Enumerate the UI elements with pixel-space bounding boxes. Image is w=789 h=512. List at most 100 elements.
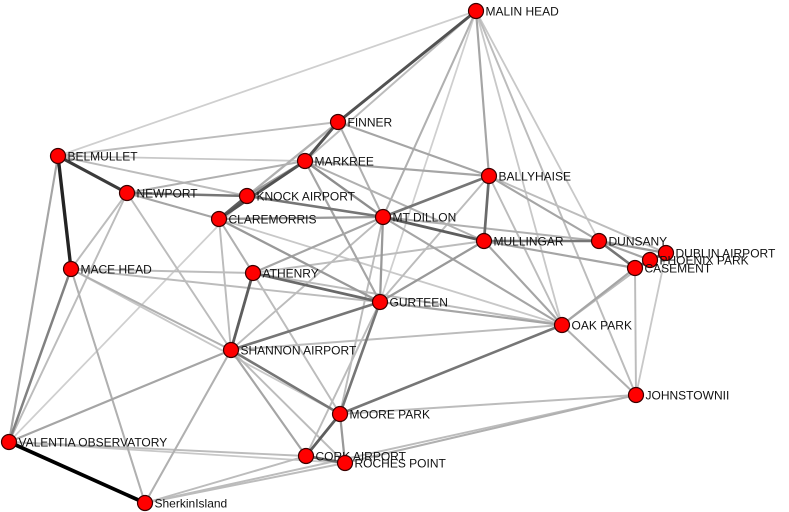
edge-belmullet-mace-head xyxy=(56,154,73,271)
node-label: MACE HEAD xyxy=(81,263,153,277)
node-label: MALIN HEAD xyxy=(486,5,560,19)
edge-mullingar-casement xyxy=(482,239,637,270)
node-mace-head: MACE HEAD xyxy=(62,260,153,278)
edge-dunsany-phoenix-park xyxy=(597,239,652,262)
edge-ballyhaise-dublin-airport xyxy=(488,175,667,254)
edge-mt-dillon-ballyhaise xyxy=(381,174,491,219)
node-label: VALENTIA OBSERVATORY xyxy=(19,436,168,450)
node-marker xyxy=(62,260,80,278)
node-gurteen: GURTEEN xyxy=(371,293,448,311)
node-marker xyxy=(329,113,347,131)
node-marker xyxy=(336,454,354,472)
edge-mace-head-gurteen xyxy=(70,268,381,303)
node-marker xyxy=(553,316,571,334)
node-sherkinisland: SherkinIsland xyxy=(136,494,227,512)
edge-malin-head-johnstownii xyxy=(475,10,637,396)
edge-moore-park-cork-airport xyxy=(304,412,342,458)
edge-casement-johnstownii xyxy=(634,267,637,396)
edge-cork-airport-sherkinisland xyxy=(144,455,307,504)
node-markree: MARKREE xyxy=(296,152,374,170)
node-marker xyxy=(210,210,228,228)
node-ballyhaise: BALLYHAISE xyxy=(480,167,571,185)
edge-markree-mt-dillon xyxy=(303,159,385,219)
edge-newport-claremorris xyxy=(125,191,221,221)
node-johnstownii: JOHNSTOWNII xyxy=(627,386,729,404)
edge-ballyhaise-oak-park xyxy=(488,175,563,326)
node-dunsany: DUNSANY xyxy=(590,232,667,250)
edge-mt-dillon-moore-park xyxy=(339,216,384,415)
edge-mullingar-oak-park xyxy=(482,239,564,327)
edge-athenry-shannon-airport xyxy=(229,271,255,352)
edge-markree-belmullet xyxy=(57,155,306,162)
edge-valentia-observatory-sherkinisland xyxy=(7,440,147,505)
edge-mace-head-shannon-airport xyxy=(69,267,233,352)
edge-valentia-observatory-shannon-airport xyxy=(7,348,233,444)
edge-gurteen-mullingar xyxy=(378,239,486,304)
edge-finner-markree xyxy=(303,120,340,163)
node-mullingar: MULLINGAR xyxy=(475,232,564,250)
edge-claremorris-gurteen xyxy=(217,217,382,304)
node-marker xyxy=(222,341,240,359)
node-valentia-observatory: VALENTIA OBSERVATORY xyxy=(0,433,168,451)
node-finner: FINNER xyxy=(329,113,393,131)
node-malin-head: MALIN HEAD xyxy=(467,2,560,20)
node-label: OAK PARK xyxy=(572,319,632,333)
node-marker xyxy=(118,184,136,202)
node-marker xyxy=(49,147,67,165)
edge-malin-head-mt-dillon xyxy=(381,9,478,219)
edge-valentia-observatory-mace-head xyxy=(7,267,73,444)
node-shannon-airport: SHANNON AIRPORT xyxy=(222,341,357,359)
node-label: MULLINGAR xyxy=(494,235,564,249)
edge-shannon-airport-moore-park xyxy=(229,348,342,416)
edge-shannon-airport-cork-airport xyxy=(229,348,308,458)
edge-belmullet-newport xyxy=(56,154,129,195)
edge-newport-knock-airport xyxy=(125,191,249,198)
node-claremorris: CLAREMORRIS xyxy=(210,210,317,228)
node-dublin-airport: DUBLIN AIRPORT xyxy=(657,244,776,262)
edge-malin-head-ballyhaise xyxy=(474,9,491,178)
edge-ballyhaise-mullingar xyxy=(482,174,491,243)
edge-malin-head-finner xyxy=(336,9,478,124)
edge-claremorris-mt-dillon xyxy=(217,215,385,221)
edge-malin-head-markree xyxy=(304,10,477,162)
edge-finner-mt-dillon xyxy=(336,120,385,219)
node-marker xyxy=(657,244,675,262)
node-label: MOORE PARK xyxy=(350,408,430,422)
edge-markree-claremorris xyxy=(217,159,307,221)
edge-gurteen-oak-park xyxy=(378,300,564,327)
node-label: MARKREE xyxy=(315,155,374,169)
edge-sherkinisland-mace-head xyxy=(69,267,147,505)
edge-malin-head-belmullet xyxy=(57,10,477,157)
edge-markree-gurteen xyxy=(303,159,382,304)
edge-dunsany-dublin-airport xyxy=(597,239,668,255)
node-label: ATHENRY xyxy=(263,267,319,281)
node-marker xyxy=(475,232,493,250)
edge-athenry-mullingar xyxy=(252,240,485,274)
node-label: BELMULLET xyxy=(68,150,139,164)
node-label: DUBLIN AIRPORT xyxy=(676,247,776,261)
edge-johnstownii-moore-park xyxy=(339,394,637,415)
edge-mace-head-moore-park xyxy=(70,268,341,415)
edge-valentia-observatory-knock-airport xyxy=(8,195,248,443)
edges-layer xyxy=(7,9,668,505)
nodes-layer: MALIN HEAD FINNER BELMULLET MARKREE BALLYHAI… xyxy=(0,2,776,512)
edge-markree-mullingar xyxy=(303,159,486,243)
node-label: PHOENIX PARK xyxy=(660,254,749,268)
node-label: KNOCK AIRPORT xyxy=(257,190,356,204)
node-newport: NEWPORT xyxy=(118,184,198,202)
node-roches-point: ROCHES POINT xyxy=(336,454,447,472)
edge-athenry-oak-park xyxy=(252,272,563,326)
node-marker xyxy=(627,386,645,404)
node-athenry: ATHENRY xyxy=(244,264,319,282)
edge-finner-knock-airport xyxy=(245,120,340,198)
edge-knock-airport-mt-dillon xyxy=(245,194,385,219)
edge-oak-park-casement xyxy=(560,266,637,327)
node-marker xyxy=(0,433,18,451)
edge-gurteen-ballyhaise xyxy=(379,175,490,303)
edge-oak-park-shannon-airport xyxy=(230,324,563,351)
edge-claremorris-oak-park xyxy=(218,218,563,326)
node-label: BALLYHAISE xyxy=(499,170,571,184)
node-label: FINNER xyxy=(348,116,393,130)
edge-valentia-observatory-cork-airport xyxy=(8,441,307,457)
